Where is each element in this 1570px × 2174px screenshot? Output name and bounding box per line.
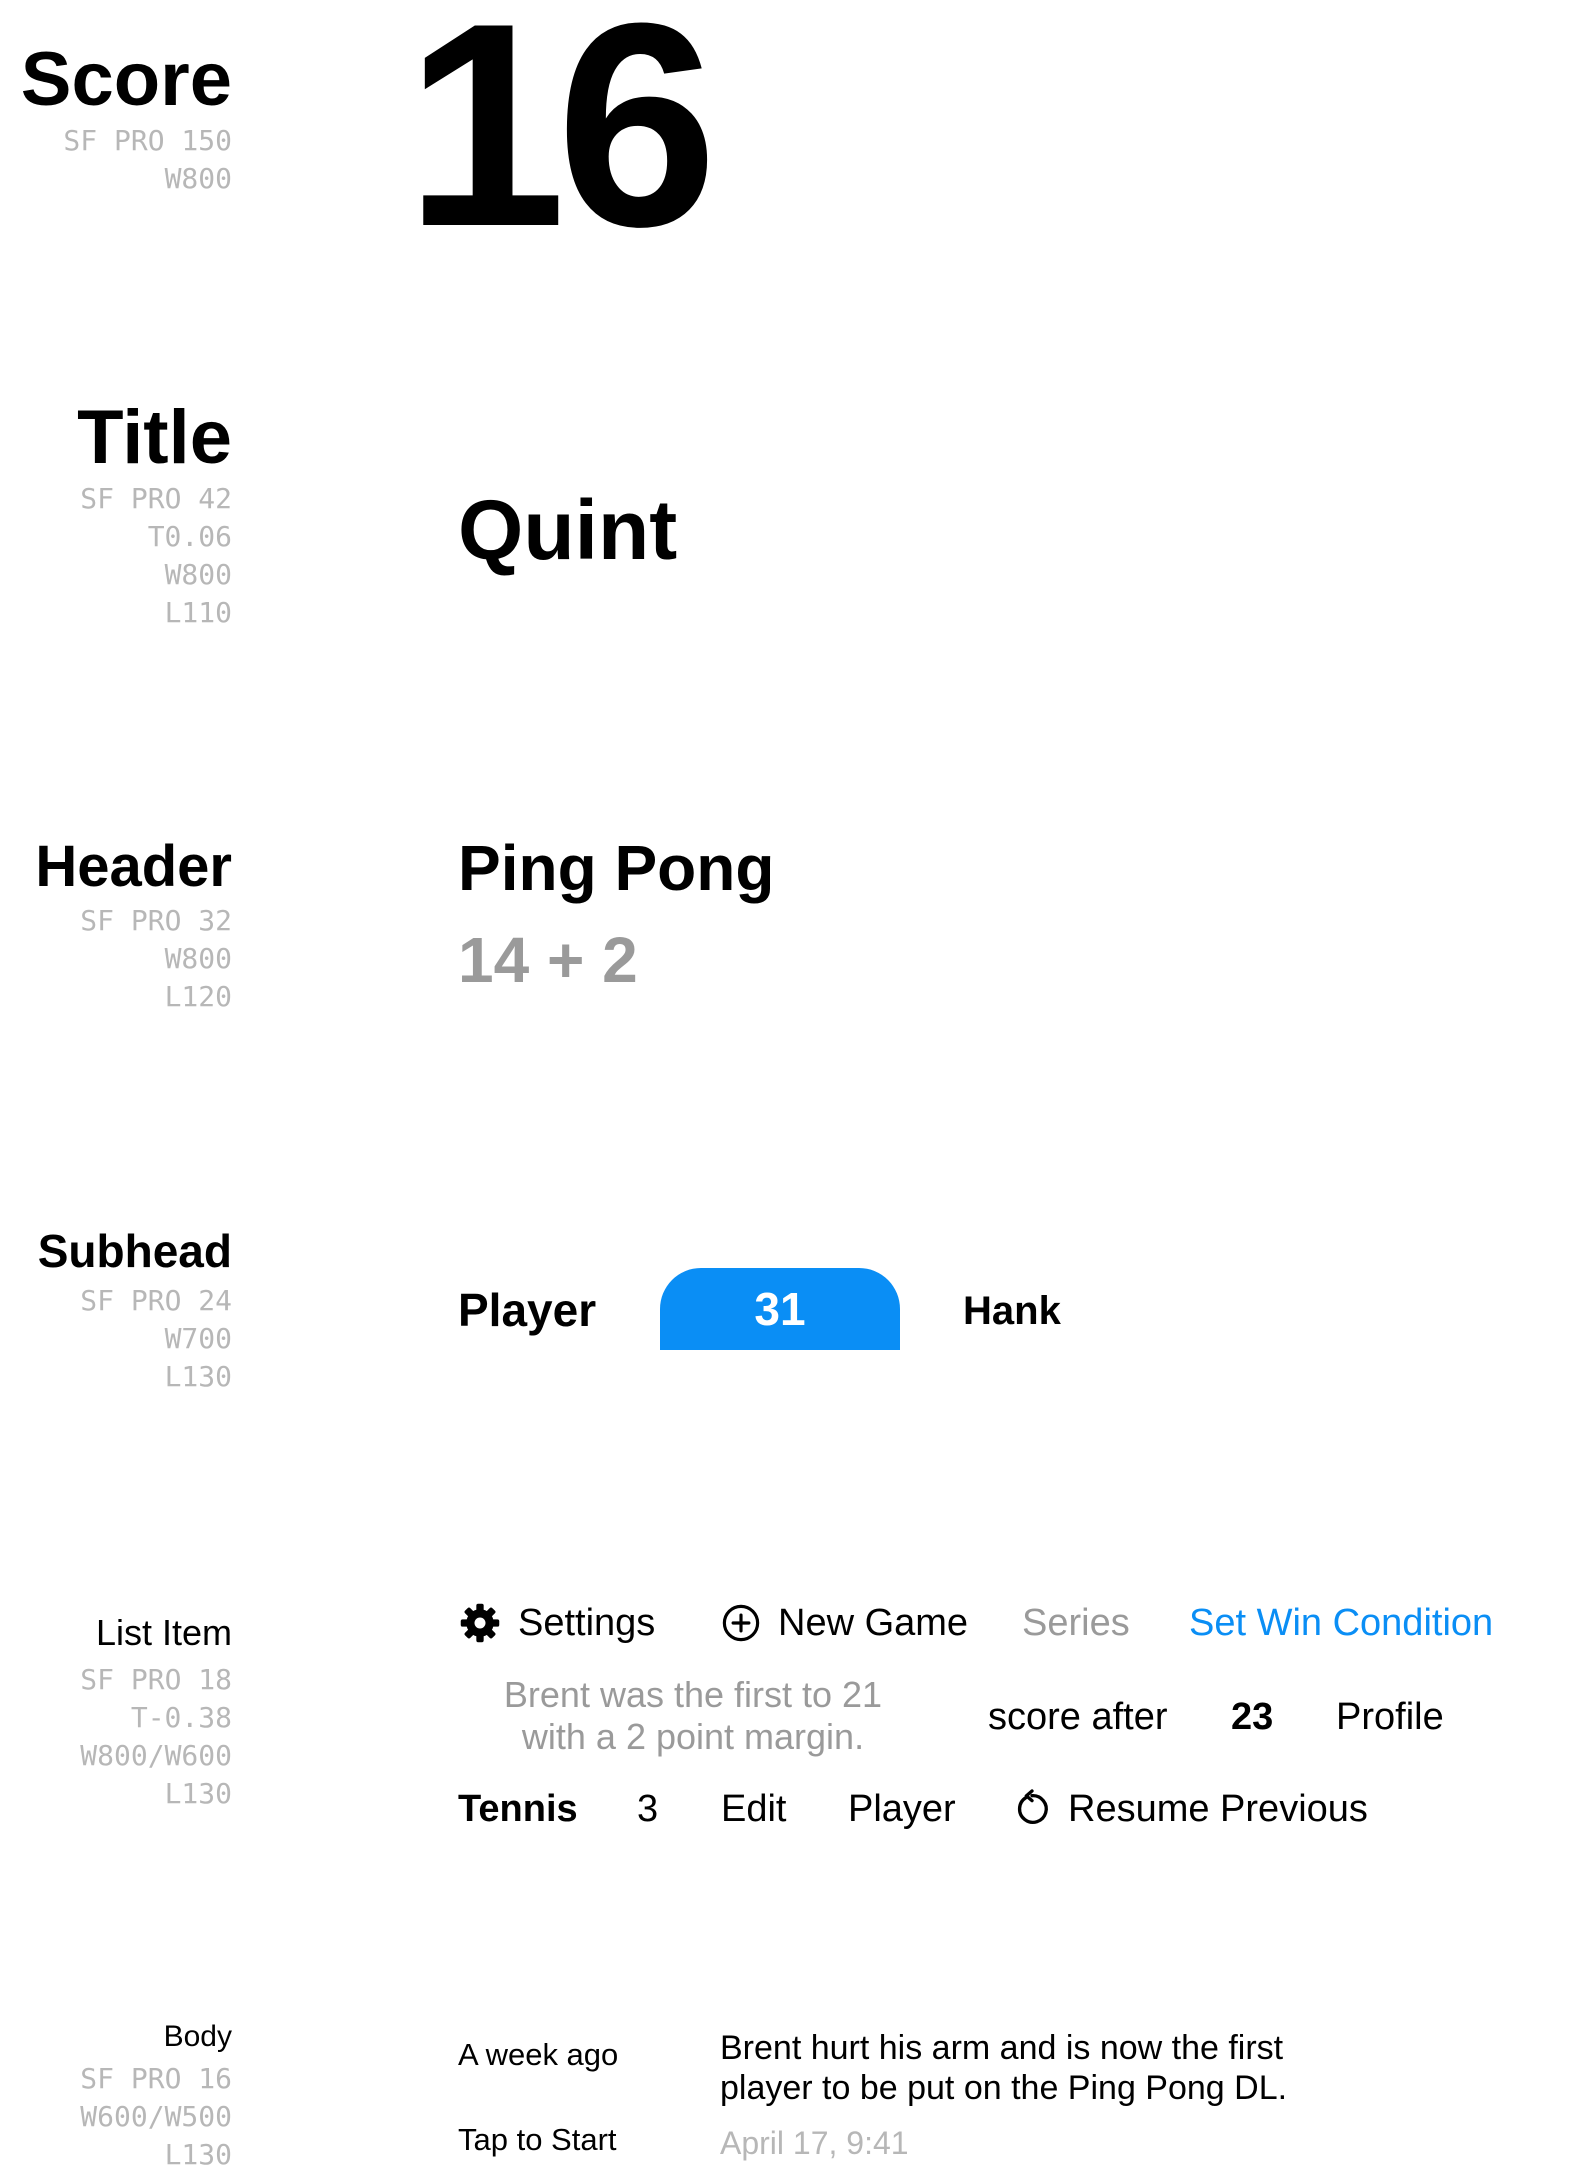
plus-circle-icon <box>720 1602 762 1644</box>
spec-line: W800/W600 <box>80 1739 232 1772</box>
tennis-count: 3 <box>637 1788 659 1830</box>
resume-previous-button[interactable]: Resume Previous <box>1012 1786 1368 1832</box>
profile-link[interactable]: Profile <box>1336 1696 1444 1738</box>
spec-line: SF PRO 32 <box>80 904 232 937</box>
spec-line: L130 <box>164 1777 232 1810</box>
player-button[interactable]: Player <box>848 1788 956 1830</box>
subhead-player-name: Hank <box>963 1289 1061 1333</box>
section-name: List Item <box>95 1612 232 1653</box>
win-message: Brent was the first to 21 with a 2 point… <box>458 1674 928 1758</box>
subhead-player-label: Player <box>458 1284 597 1336</box>
section-name: Score <box>20 37 232 122</box>
score-after-number: 23 <box>1231 1696 1274 1738</box>
tennis-label: Tennis <box>458 1788 578 1830</box>
spec-line: SF PRO 24 <box>80 1284 232 1317</box>
spec-line: W600/W500 <box>80 2100 232 2133</box>
spec-line: L120 <box>164 980 232 1013</box>
spec-line: W800 <box>164 942 232 975</box>
spec-line: L130 <box>164 2138 232 2171</box>
set-win-condition-link[interactable]: Set Win Condition <box>1189 1602 1494 1644</box>
new-game-label: New Game <box>778 1601 969 1644</box>
title-text: Quint <box>458 483 678 577</box>
score-after-label: score after <box>988 1696 1168 1738</box>
header-subtitle: 14 + 2 <box>458 924 638 996</box>
section-label-body: Body SF PRO 16 W600/W500 L130 <box>0 2022 232 2174</box>
edit-button[interactable]: Edit <box>721 1788 787 1830</box>
spec-line: T-0.38 <box>130 1701 232 1734</box>
body-message-line: player to be put on the Ping Pong DL. <box>720 2069 1288 2107</box>
gear-icon <box>458 1601 502 1645</box>
undo-arrow-icon <box>1012 1789 1052 1829</box>
spec-line: L110 <box>164 596 232 629</box>
spec-line: W800 <box>164 558 232 591</box>
spec-line: L130 <box>164 1360 232 1393</box>
spec-line: SF PRO 18 <box>80 1663 232 1696</box>
spec-line: T0.06 <box>147 520 232 553</box>
spec-line: SF PRO 150 <box>63 124 232 157</box>
section-label-score: Score SF PRO 150 W800 <box>0 42 232 198</box>
section-name: Subhead <box>37 1225 232 1277</box>
time-ago: A week ago <box>458 2037 619 2072</box>
new-game-button[interactable]: New Game <box>720 1599 968 1647</box>
section-name: Title <box>77 395 232 480</box>
section-label-header: Header SF PRO 32 W800 L120 <box>0 838 232 1016</box>
spec-line: SF PRO 42 <box>80 482 232 515</box>
settings-button[interactable]: Settings <box>458 1599 655 1647</box>
body-date: April 17, 9:41 <box>720 2125 909 2161</box>
body-message: Brent hurt his arm and is now the first … <box>720 2028 1287 2108</box>
spec-line: W700 <box>164 1322 232 1355</box>
section-label-title: Title SF PRO 42 T0.06 W800 L110 <box>0 400 232 632</box>
body-message-line: Brent hurt his arm and is now the first <box>720 2029 1284 2067</box>
section-name: Header <box>35 834 232 899</box>
series-link[interactable]: Series <box>1022 1602 1130 1644</box>
header-title: Ping Pong <box>458 832 775 904</box>
spec-line: SF PRO 16 <box>80 2062 232 2095</box>
spec-line: W800 <box>164 162 232 195</box>
tap-to-start[interactable]: Tap to Start <box>458 2122 617 2157</box>
settings-label: Settings <box>518 1601 656 1644</box>
section-label-subhead: Subhead SF PRO 24 W700 L130 <box>0 1228 232 1396</box>
win-message-line: Brent was the first to 21 <box>503 1674 883 1715</box>
resume-previous-label: Resume Previous <box>1068 1787 1368 1830</box>
section-name: Body <box>163 2020 232 2053</box>
score-value: 16 <box>405 0 718 287</box>
win-message-line: with a 2 point margin. <box>521 1716 865 1757</box>
section-label-list-item: List Item SF PRO 18 T-0.38 W800/W600 L13… <box>0 1615 232 1813</box>
score-pill[interactable]: 31 <box>660 1268 900 1350</box>
